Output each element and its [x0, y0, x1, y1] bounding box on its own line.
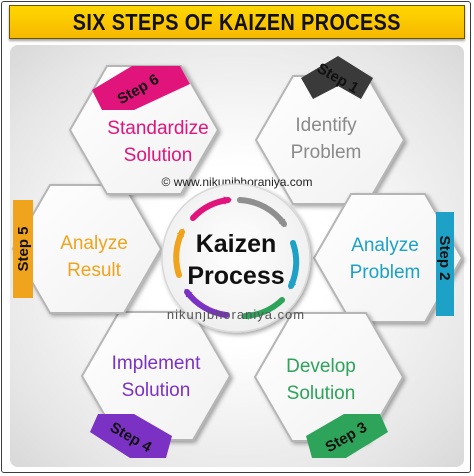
cycle-arrow-6 [190, 196, 232, 221]
step-3-tab [306, 414, 388, 458]
step-2-tab-label: Step 2 [436, 235, 453, 280]
step-5-tab-label: Step 5 [15, 226, 32, 271]
step-5-tab [13, 200, 33, 298]
step-5-title-line2: Result [67, 260, 122, 281]
step-1-title-line2: Problem [291, 142, 362, 163]
cycle-arrow-4 [184, 288, 229, 318]
step-6-hexagon: Step 6 Standardize Solution [68, 65, 220, 195]
step-6-title-line2: Solution [124, 145, 193, 166]
step-5-title-line1: Analyze [60, 233, 128, 254]
page-title: SIX STEPS OF KAIZEN PROCESS [72, 8, 402, 35]
step-2-title-line1: Analyze [351, 235, 419, 256]
copyright-text: © www.nikunjbhoraniya.com [162, 175, 313, 189]
step-2-tab [436, 212, 454, 316]
watermark-text: nikunjbhoraniya.com [167, 307, 305, 322]
step-2-hexagon: Step 2 Analyze Problem [312, 193, 464, 323]
center-title-line1: Kaizen [196, 230, 277, 258]
center-hub: Kaizen Process [161, 183, 311, 333]
step-1-tab [301, 56, 373, 99]
step-5-hexagon: Step 5 Analyze Result [11, 184, 163, 314]
title-banner: SIX STEPS OF KAIZEN PROCESS [9, 5, 465, 39]
step-3-title-line1: Develop [286, 356, 356, 377]
step-1-hexagon: Step 1 Identify Problem [254, 56, 406, 205]
step-6-tab [92, 66, 190, 110]
step-3-title-line2: Solution [287, 383, 356, 404]
step-4-tab [90, 414, 172, 458]
cycle-arrow-5 [173, 228, 185, 278]
step-4-hexagon: Step 4 Implement Solution [80, 311, 232, 458]
step-4-title-line1: Implement [112, 353, 201, 374]
step-1-title-line1: Identify [295, 115, 357, 136]
center-title-line2: Process [187, 262, 284, 290]
step-6-title-line1: Standardize [107, 118, 208, 139]
step-3-hexagon: Step 3 Develop Solution [253, 312, 405, 458]
step-2-title-line2: Problem [350, 262, 421, 283]
cycle-arrow-1 [237, 197, 287, 228]
cycle-arrow-2 [288, 240, 300, 290]
step-4-title-line2: Solution [122, 380, 191, 401]
cycle-arrow-3 [241, 297, 285, 320]
